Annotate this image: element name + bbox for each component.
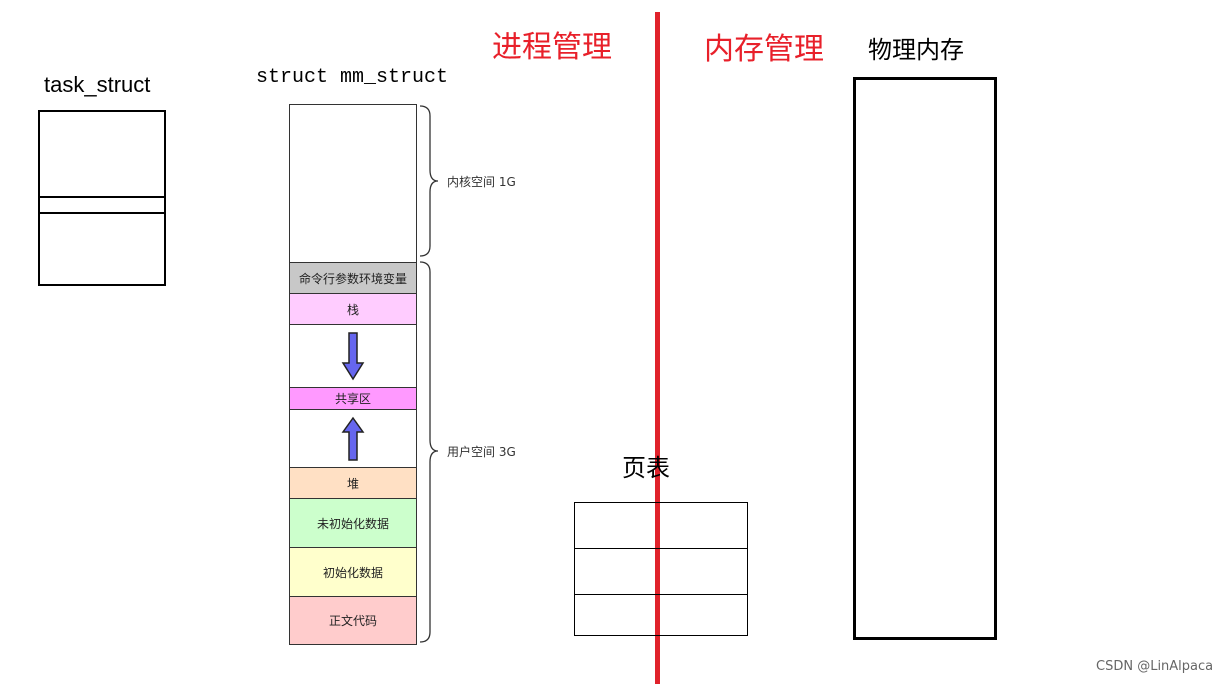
arrow-up-icon <box>341 416 365 461</box>
address-space-braces <box>419 105 439 643</box>
section-divider <box>655 12 660 684</box>
arrow-down-icon <box>341 332 365 381</box>
shared-region-segment: 共享区 <box>290 387 416 409</box>
heap-growth-gap <box>290 409 416 467</box>
bss-segment: 未初始化数据 <box>290 498 416 547</box>
page-table-row-divider <box>575 548 747 549</box>
kernel-space-label: 内核空间 1G <box>447 175 516 189</box>
text-label: 正文代码 <box>328 614 377 628</box>
heap-label: 堆 <box>346 476 359 491</box>
physical-memory-box <box>853 77 997 640</box>
page-table-row-divider <box>575 594 747 595</box>
env-args-segment: 命令行参数环境变量 <box>290 262 416 293</box>
address-space-column: 命令行参数环境变量 栈 共享区 堆 未初始化数据 初始化数据 正文代码 <box>289 104 417 645</box>
task-struct-title: task_struct <box>44 72 151 97</box>
kernel-space-brace <box>419 105 439 257</box>
process-management-header: 进程管理 <box>492 30 612 65</box>
data-label: 初始化数据 <box>322 565 383 580</box>
bss-label: 未初始化数据 <box>316 516 389 531</box>
task-struct-box <box>38 110 166 286</box>
page-table-box <box>574 502 748 636</box>
mm-struct-title: struct mm_struct <box>256 66 449 89</box>
stack-segment: 栈 <box>290 293 416 324</box>
physical-memory-title: 物理内存 <box>868 36 964 64</box>
text-segment: 正文代码 <box>290 596 416 644</box>
watermark: CSDN @LinAlpaca <box>1096 659 1214 674</box>
kernel-space-segment <box>290 105 416 262</box>
user-space-brace <box>419 261 439 643</box>
heap-segment: 堆 <box>290 467 416 498</box>
env-args-label: 命令行参数环境变量 <box>298 271 407 286</box>
shared-region-label: 共享区 <box>334 392 371 406</box>
user-space-label: 用户空间 3G <box>447 445 516 459</box>
task-struct-separator <box>40 196 164 198</box>
task-struct-separator <box>40 212 164 214</box>
data-segment: 初始化数据 <box>290 547 416 596</box>
stack-growth-gap <box>290 324 416 387</box>
page-table-title: 页表 <box>622 454 670 482</box>
stack-label: 栈 <box>346 302 359 317</box>
memory-management-header: 内存管理 <box>704 32 824 67</box>
